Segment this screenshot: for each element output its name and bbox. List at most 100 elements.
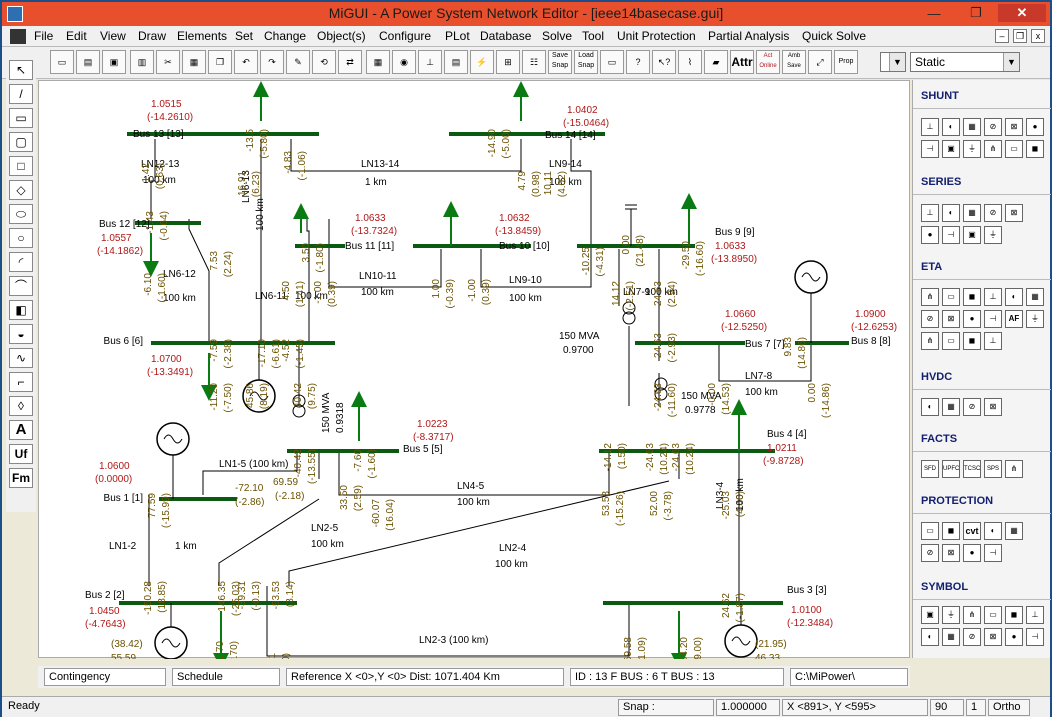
symbol-element-icon[interactable]: ⏚: [942, 606, 960, 624]
hvdc-element-icon[interactable]: ▦: [942, 398, 960, 416]
hvdc-element-icon[interactable]: ◐: [921, 398, 939, 416]
menu-plot[interactable]: PLot: [445, 29, 470, 43]
menu-elements[interactable]: Elements: [177, 29, 228, 43]
symbol-element-icon[interactable]: ⊣: [1026, 628, 1044, 646]
menu-unit-protection[interactable]: Unit Protection: [617, 29, 696, 43]
text-tool[interactable]: A: [9, 420, 33, 440]
eta-element-icon[interactable]: ⊥: [984, 288, 1002, 306]
uf-tool[interactable]: Uf: [9, 444, 33, 464]
network-canvas[interactable]: Bus 13 [13]1.0515(-14.2610)Bus 14 [14]1.…: [38, 80, 910, 659]
shunt-element-icon[interactable]: ⊠: [1005, 118, 1023, 136]
paste-icon[interactable]: ▦: [182, 50, 206, 74]
shunt-element-icon[interactable]: ◼: [1026, 140, 1044, 158]
symbol-element-icon[interactable]: ⊠: [984, 628, 1002, 646]
protection-cvt-button[interactable]: cvt: [963, 522, 981, 540]
menu-file[interactable]: File: [34, 29, 54, 43]
series-element-icon[interactable]: ⊠: [1005, 204, 1023, 222]
symbol-element-icon[interactable]: ▦: [942, 628, 960, 646]
eta-element-icon[interactable]: ▭: [942, 288, 960, 306]
open-folder-icon[interactable]: ▤: [76, 50, 100, 74]
refresh-icon[interactable]: ⟲: [312, 50, 336, 74]
contingency-field[interactable]: Contingency: [44, 668, 166, 686]
minimize-button[interactable]: —: [927, 5, 941, 21]
symbol-element-icon[interactable]: ◼: [1005, 606, 1023, 624]
protection-element-icon[interactable]: ◐: [984, 522, 1002, 540]
protection-element-icon[interactable]: ⊠: [942, 544, 960, 562]
eta-element-icon[interactable]: ●: [963, 310, 981, 328]
help-icon[interactable]: ?: [626, 50, 650, 74]
mode-combo[interactable]: Static▼: [910, 52, 1020, 72]
eta-element-icon[interactable]: ⋔: [921, 288, 939, 306]
facts-element-icon[interactable]: ⋔: [1005, 460, 1023, 478]
wave-tool[interactable]: ∿: [9, 348, 33, 368]
prop-button[interactable]: Prop: [834, 50, 858, 74]
diamond-tool[interactable]: ◇: [9, 180, 33, 200]
shunt-element-icon[interactable]: ⋔: [984, 140, 1002, 158]
brush-icon[interactable]: ✎: [286, 50, 310, 74]
symbol-element-icon[interactable]: ⊥: [1026, 606, 1044, 624]
chart-icon[interactable]: ⌇: [678, 50, 702, 74]
load-snap-button[interactable]: Load Snap: [574, 50, 598, 74]
series-element-icon[interactable]: ●: [921, 226, 939, 244]
eta-element-icon[interactable]: ⊣: [984, 310, 1002, 328]
fill-tool[interactable]: ◧: [9, 300, 33, 320]
grid-icon[interactable]: ▦: [366, 50, 390, 74]
fm-tool[interactable]: Fm: [9, 468, 33, 488]
context-help-icon[interactable]: ↖?: [652, 50, 676, 74]
new-file-icon[interactable]: ▭: [50, 50, 74, 74]
cut-icon[interactable]: ✂: [156, 50, 180, 74]
eta-element-icon[interactable]: ◼: [963, 288, 981, 306]
facts-tcsc-button[interactable]: TCSC: [963, 460, 981, 478]
close-button[interactable]: ✕: [998, 4, 1046, 22]
save-snap-button[interactable]: Save Snap: [548, 50, 572, 74]
copy-icon[interactable]: ❐: [208, 50, 232, 74]
redo-icon[interactable]: ↷: [260, 50, 284, 74]
symbol-element-icon[interactable]: ▣: [921, 606, 939, 624]
protection-element-icon[interactable]: ◼: [942, 522, 960, 540]
polygon-tool[interactable]: ◊: [9, 396, 33, 416]
series-element-icon[interactable]: ⊘: [984, 204, 1002, 222]
book-icon[interactable]: ▰: [704, 50, 728, 74]
folder-icon[interactable]: ▭: [600, 50, 624, 74]
arc-tool[interactable]: ◜: [9, 252, 33, 272]
shunt-element-icon[interactable]: ▣: [942, 140, 960, 158]
symbol-element-icon[interactable]: ▭: [984, 606, 1002, 624]
menu-database[interactable]: Database: [480, 29, 532, 43]
shunt-element-icon[interactable]: ▦: [963, 118, 981, 136]
series-element-icon[interactable]: ⊣: [942, 226, 960, 244]
eta-element-icon[interactable]: ⊠: [942, 310, 960, 328]
series-element-icon[interactable]: ⏚: [984, 226, 1002, 244]
symbol-element-icon[interactable]: ⊘: [963, 628, 981, 646]
series-element-icon[interactable]: ◐: [942, 204, 960, 222]
shunt-element-icon[interactable]: ⊣: [921, 140, 939, 158]
shunt-element-icon[interactable]: ⊥: [921, 118, 939, 136]
menu-change[interactable]: Change: [264, 29, 307, 43]
table-icon[interactable]: ▤: [444, 50, 468, 74]
menu-tool[interactable]: Tool: [582, 29, 605, 43]
layer-combo[interactable]: ▼: [880, 52, 906, 72]
curve-tool[interactable]: ⌒: [9, 276, 33, 296]
symbol-element-icon[interactable]: ⋔: [963, 606, 981, 624]
protection-element-icon[interactable]: ●: [963, 544, 981, 562]
menu-draw[interactable]: Draw: [138, 29, 167, 43]
users-icon[interactable]: ☷: [522, 50, 546, 74]
symbol-element-icon[interactable]: ●: [1005, 628, 1023, 646]
shunt-element-icon[interactable]: ⏚: [963, 140, 981, 158]
menu-partial-analysis[interactable]: Partial Analysis: [708, 29, 790, 43]
circle-tool[interactable]: ○: [9, 228, 33, 248]
eye-icon[interactable]: ◉: [392, 50, 416, 74]
eta-element-icon[interactable]: ▭: [942, 332, 960, 350]
protection-element-icon[interactable]: ▭: [921, 522, 939, 540]
fit-icon[interactable]: ⤢: [808, 50, 832, 74]
shunt-element-icon[interactable]: ◐: [942, 118, 960, 136]
half-circle-tool[interactable]: ◒: [9, 324, 33, 344]
shunt-element-icon[interactable]: ●: [1026, 118, 1044, 136]
act-online-button[interactable]: Act Online: [756, 50, 780, 74]
eta-element-icon[interactable]: ◐: [1005, 288, 1023, 306]
eta-element-icon[interactable]: ⋔: [921, 332, 939, 350]
menu-view[interactable]: View: [100, 29, 126, 43]
polyline-tool[interactable]: ⌐: [9, 372, 33, 392]
mdi-close-button[interactable]: x: [1031, 29, 1045, 43]
protection-element-icon[interactable]: ⊣: [984, 544, 1002, 562]
ortho-toggle[interactable]: Ortho: [988, 699, 1030, 716]
